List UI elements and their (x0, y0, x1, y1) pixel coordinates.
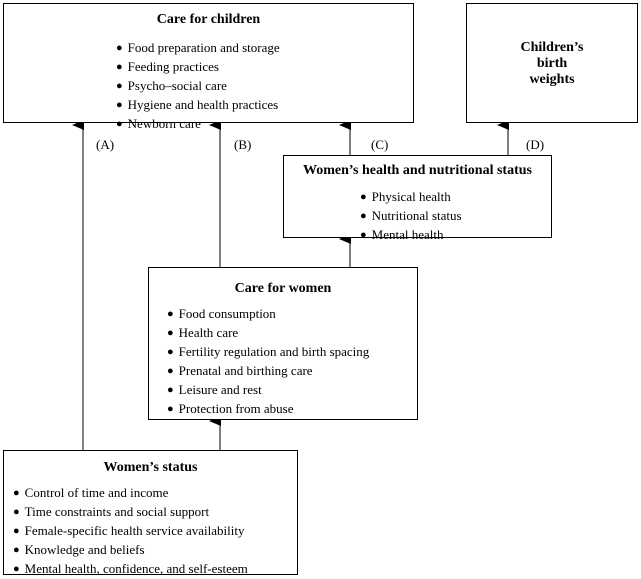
list-item: Time constraints and social support (13, 503, 297, 522)
womens-status-title: Women’s status (103, 460, 198, 475)
arrow-label-c: (C) (371, 137, 389, 152)
care-for-children-box: Care for children Food preparation and s… (3, 3, 414, 131)
arrow-label-b: (B) (234, 137, 252, 152)
birth-weights-line-2: birth (536, 56, 568, 71)
care-for-women-title: Care for women (234, 281, 332, 296)
womens-health-title: Women’s health and nutritional status (303, 163, 532, 178)
birth-weights-title: Children’s birth weights (467, 40, 637, 88)
birth-weights-line-3: weights (529, 72, 575, 87)
womens-status-list: Control of time and income Time constrai… (13, 484, 297, 579)
womens-health-list: Physical health Nutritional status Menta… (360, 188, 551, 245)
care-for-women-box: Care for women Food consumption Health c… (148, 267, 418, 420)
list-item: Feeding practices (116, 58, 413, 77)
list-item: Food consumption (167, 305, 417, 324)
care-for-children-title: Care for children (156, 12, 261, 27)
care-for-children-list: Food preparation and storage Feeding pra… (116, 39, 413, 134)
list-item: Female-specific health service availabil… (13, 522, 297, 541)
list-item: Mental health (360, 226, 551, 245)
list-item: Protection from abuse (167, 400, 417, 419)
list-item: Leisure and rest (167, 381, 417, 400)
list-item: Psycho–social care (116, 77, 413, 96)
list-item: Fertility regulation and birth spacing (167, 343, 417, 362)
list-item: Prenatal and birthing care (167, 362, 417, 381)
arrow-label-a: (A) (96, 137, 115, 152)
list-item: Control of time and income (13, 484, 297, 503)
birth-weights-line-1: Children’s (520, 40, 584, 55)
list-item: Physical health (360, 188, 551, 207)
birth-weights-box: Children’s birth weights (466, 3, 638, 123)
arrow-label-d: (D) (526, 137, 545, 152)
list-item: Knowledge and beliefs (13, 541, 297, 560)
womens-status-box: Women’s status Control of time and incom… (3, 450, 298, 576)
list-item: Nutritional status (360, 207, 551, 226)
list-item: Mental health, confidence, and self-este… (13, 560, 297, 579)
list-item: Newborn care (116, 115, 413, 134)
womens-health-box: Women’s health and nutritional status Ph… (283, 155, 552, 242)
list-item: Food preparation and storage (116, 39, 413, 58)
list-item: Hygiene and health practices (116, 96, 413, 115)
care-for-women-list: Food consumption Health care Fertility r… (167, 305, 417, 419)
list-item: Health care (167, 324, 417, 343)
